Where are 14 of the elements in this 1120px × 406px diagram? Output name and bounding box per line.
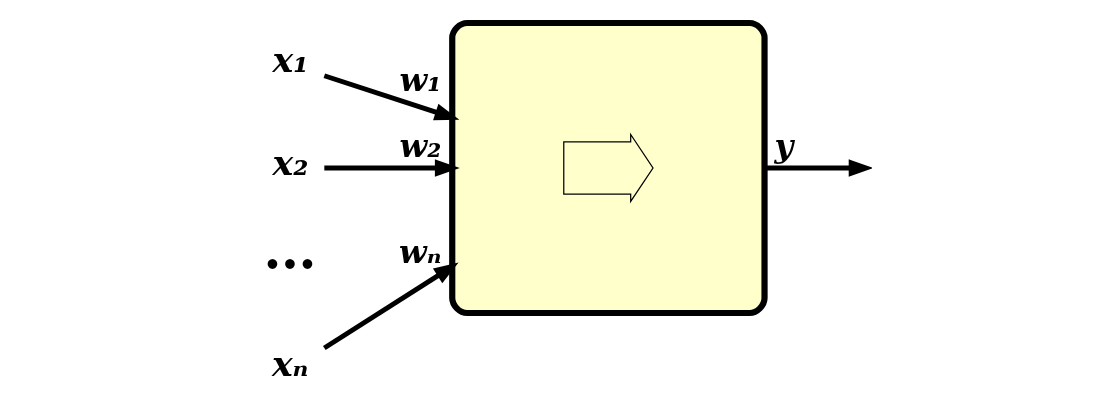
arrow xyxy=(323,159,460,177)
edge-label: w₁ xyxy=(399,60,441,99)
arrow xyxy=(323,73,459,121)
cluster xyxy=(448,19,768,317)
node-text: x₂ xyxy=(272,142,308,184)
edge-label: wₙ xyxy=(398,233,441,272)
edge-label: y xyxy=(773,126,793,165)
arrow xyxy=(764,159,872,177)
arrow xyxy=(322,262,459,351)
node-text: x₁ xyxy=(272,39,308,81)
label: ••• xyxy=(263,248,316,281)
edge-label: w₂ xyxy=(399,126,441,165)
node-text: xₙ xyxy=(271,343,308,385)
node-arrow xyxy=(562,132,654,204)
